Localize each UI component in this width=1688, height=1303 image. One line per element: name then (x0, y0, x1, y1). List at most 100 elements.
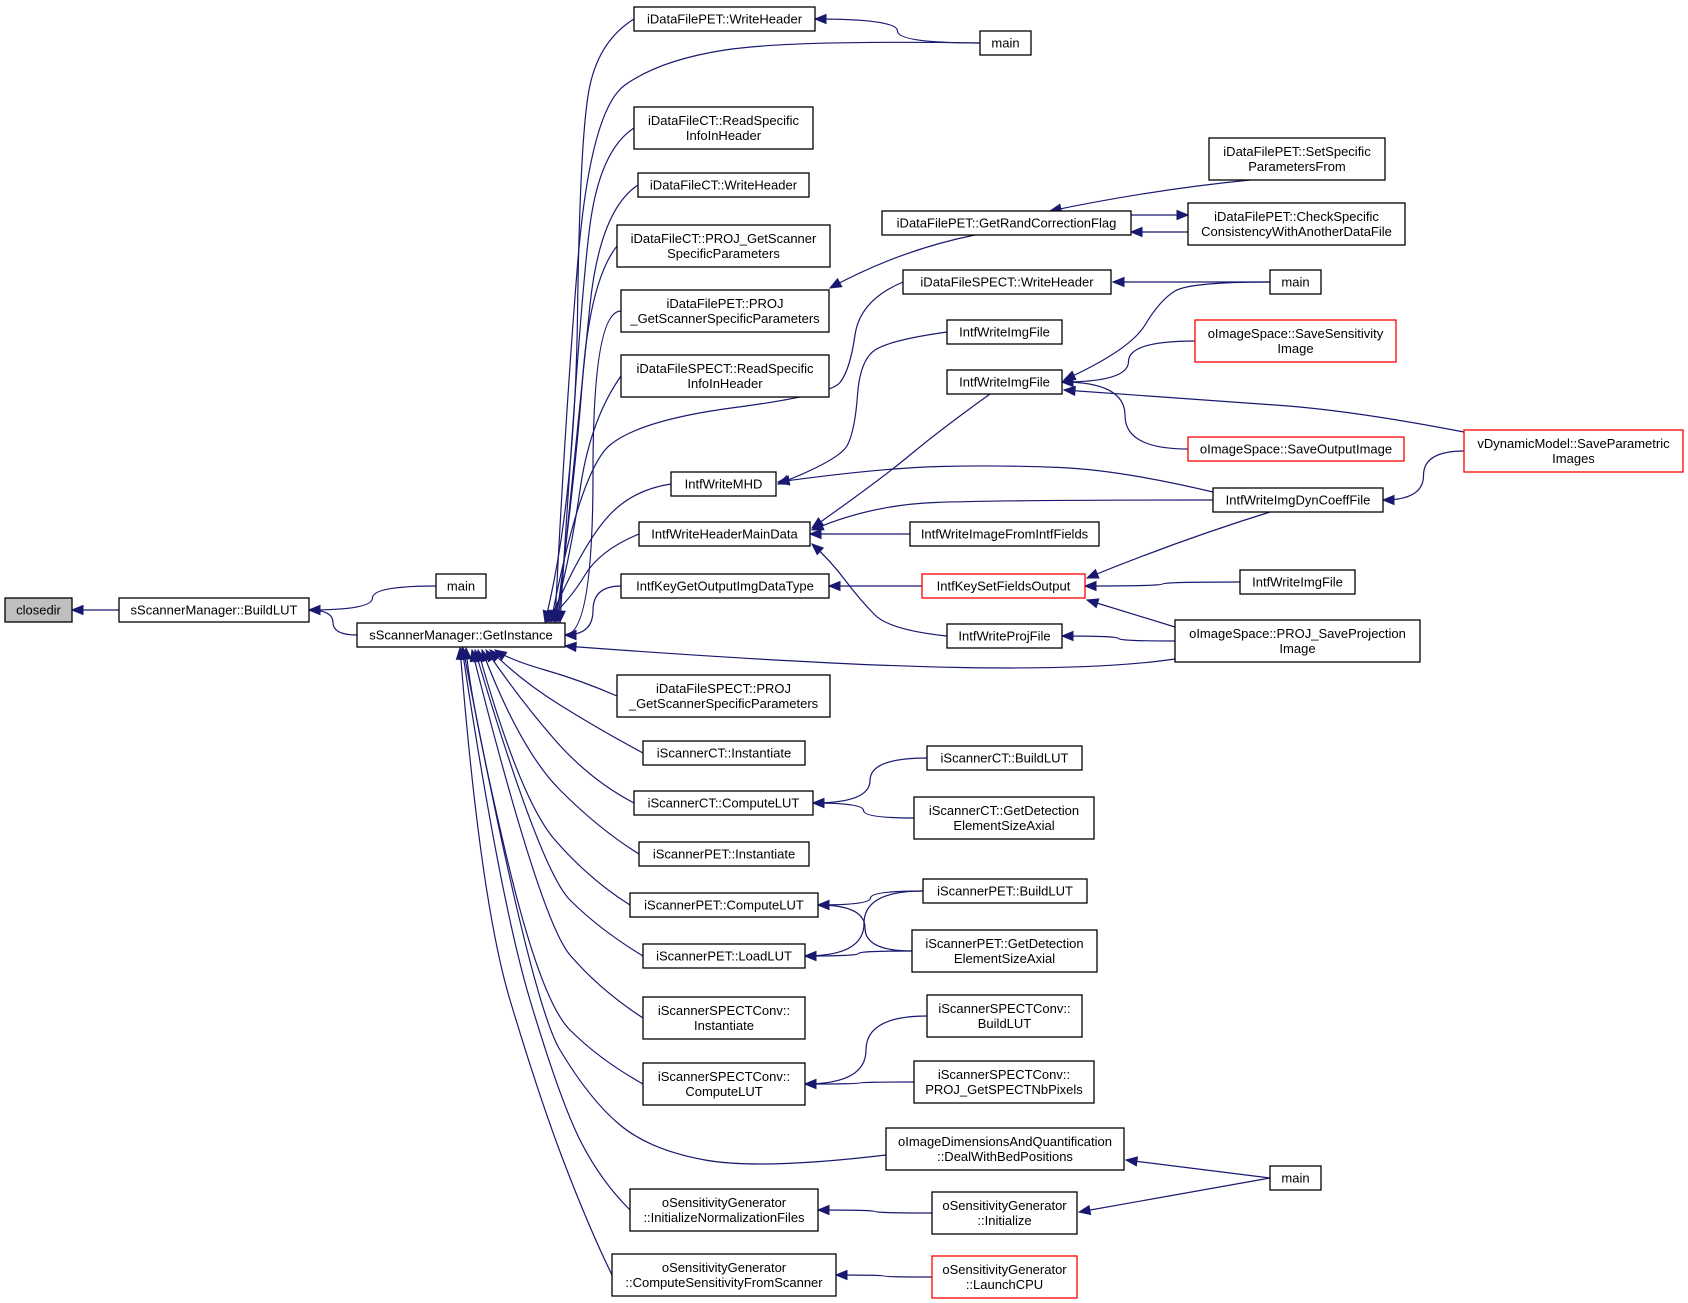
edge-pet_buildlut-to-pet_loadlut (803, 890, 924, 962)
node-intf-writeheadermaindata[interactable]: IntfWriteHeaderMainData (638, 521, 811, 547)
node-intf-keysetfields[interactable]: IntfKeySetFieldsOutput (921, 573, 1086, 599)
node-intf-keygetoutput[interactable]: IntfKeyGetOutputImgDataType (620, 573, 830, 599)
edge-main_d-to-sens_initialize (1077, 1177, 1271, 1216)
node-intf-writeimgfile-1[interactable]: IntfWriteImgFile (946, 319, 1063, 345)
node-pet-computelut[interactable]: iScannerPET::ComputeLUT (629, 892, 819, 918)
node-label: iScannerPET::LoadLUT (656, 949, 792, 964)
edge-sm_buildlut-to-closedir (70, 604, 119, 616)
node-box (1463, 429, 1684, 473)
node-label: ::DealWithBedPositions (937, 1149, 1073, 1164)
edge-sens_initialize-to-sens_initnorm (816, 1204, 933, 1216)
node-closedir[interactable]: closedir (4, 597, 73, 623)
node-label: ::LaunchCPU (966, 1277, 1043, 1292)
node-intf-writeimgdyncoeff[interactable]: IntfWriteImgDynCoeffFile (1212, 487, 1384, 513)
node-box (638, 521, 811, 547)
edge-spectconv_computelut-to-sm_getinstance (461, 646, 644, 1085)
node-spectconv-computelut[interactable]: iScannerSPECTConv::ComputeLUT (642, 1062, 806, 1106)
node-main-a[interactable]: main (435, 573, 487, 599)
node-main-c[interactable]: main (1269, 269, 1322, 295)
node-pet-proj[interactable]: iDataFilePET::PROJ_GetScannerSpecificPar… (620, 289, 830, 333)
node-ct-writeheader[interactable]: iDataFileCT::WriteHeader (637, 172, 810, 198)
node-intf-writeimgfile-2[interactable]: IntfWriteImgFile (946, 369, 1063, 395)
node-pet-buildlut[interactable]: iScannerPET::BuildLUT (922, 878, 1088, 904)
node-intf-writeimagefromintf[interactable]: IntfWriteImageFromIntfFields (909, 521, 1100, 547)
edge-line (462, 647, 887, 1165)
node-box (620, 289, 830, 333)
node-label: Instantiate (694, 1018, 754, 1033)
node-ct-instantiate[interactable]: iScannerCT::Instantiate (642, 740, 806, 766)
node-label: InfoInHeader (686, 128, 762, 143)
edge-oimg_projsave-to-intf_keysetfields (1085, 598, 1176, 628)
node-ct-computelut[interactable]: iScannerCT::ComputeLUT (633, 790, 814, 816)
node-intf-writeimgfile-3[interactable]: IntfWriteImgFile (1239, 569, 1356, 595)
node-sm-getinstance[interactable]: sScannerManager::GetInstance (356, 622, 566, 648)
node-label: Image (1277, 341, 1313, 356)
node-main-b[interactable]: main (979, 30, 1032, 56)
node-box (881, 210, 1132, 236)
edge-sm_getinstance-to-sm_buildlut (307, 604, 358, 636)
edge-oimg_projsave-to-intf_writeprojfile (1060, 630, 1176, 642)
node-spectconv-buildlut[interactable]: iScannerSPECTConv::BuildLUT (926, 994, 1083, 1038)
node-spect-proj[interactable]: iDataFileSPECT::PROJ_GetScannerSpecificP… (616, 674, 831, 718)
node-intf-writemhd[interactable]: IntfWriteMHD (670, 471, 777, 497)
arrowhead (808, 528, 822, 540)
node-pet-loadlut[interactable]: iScannerPET::LoadLUT (642, 943, 806, 969)
node-box (629, 892, 819, 918)
edge-line (308, 585, 437, 611)
node-sens-initialize[interactable]: oSensitivityGenerator::Initialize (931, 1191, 1078, 1235)
node-pet-getrand[interactable]: iDataFilePET::GetRandCorrectionFlag (881, 210, 1132, 236)
node-box (946, 319, 1063, 345)
edge-line (1061, 635, 1176, 642)
node-ct-proj[interactable]: iDataFileCT::PROJ_GetScannerSpecificPara… (616, 224, 831, 268)
edge-pet_buildlut-to-pet_computelut (816, 890, 924, 911)
node-label: iDataFileSPECT::ReadSpecific (636, 361, 814, 376)
node-sens-launchcpu[interactable]: oSensitivityGenerator::LaunchCPU (931, 1255, 1078, 1299)
node-label: IntfWriteHeaderMainData (651, 527, 798, 542)
node-pet-instantiate[interactable]: iScannerPET::Instantiate (638, 841, 810, 867)
edge-line (1063, 281, 1271, 381)
node-oimg-saveoutput[interactable]: oImageSpace::SaveOutputImage (1187, 436, 1405, 462)
node-spectconv-projget[interactable]: iScannerSPECTConv::PROJ_GetSPECTNbPixels (913, 1060, 1095, 1104)
edge-line (817, 890, 924, 906)
node-label: iDataFilePET::SetSpecific (1223, 144, 1371, 159)
node-box (946, 623, 1063, 649)
node-sens-computefromscanner[interactable]: oSensitivityGenerator::ComputeSensitivit… (611, 1253, 837, 1297)
node-sens-initnorm[interactable]: oSensitivityGenerator::InitializeNormali… (629, 1188, 819, 1232)
node-oimgdim-dealwithbed[interactable]: oImageDimensionsAndQuantification::DealW… (885, 1127, 1125, 1171)
node-label: iDataFilePET::GetRandCorrectionFlag (897, 216, 1117, 231)
node-label: IntfKeyGetOutputImgDataType (636, 579, 814, 594)
node-label: oSensitivityGenerator (662, 1260, 787, 1275)
edge-spectconv_instantiate-to-sm_getinstance (469, 648, 644, 1019)
edge-line (471, 649, 644, 1019)
edge-pet_instantiate-to-sm_getinstance (481, 648, 640, 855)
node-box (4, 597, 73, 623)
node-intf-writeprojfile[interactable]: IntfWriteProjFile (946, 623, 1063, 649)
node-sm-buildlut[interactable]: sScannerManager::BuildLUT (118, 597, 310, 623)
node-pet-getdetection[interactable]: iScannerPET::GetDetectionElementSizeAxia… (911, 929, 1098, 973)
edge-vdyn_saveparametric-to-intf_writeimgdyncoeff (1381, 450, 1465, 506)
node-spectconv-instantiate[interactable]: iScannerSPECTConv::Instantiate (642, 996, 806, 1040)
node-main-d[interactable]: main (1269, 1165, 1322, 1191)
node-label: iScannerSPECTConv:: (658, 1069, 790, 1084)
edge-sens_launchcpu-to-sens_computefromscanner (834, 1269, 933, 1281)
edge-pet_getdetection-to-pet_computelut (816, 899, 913, 952)
node-pet-checkspecific[interactable]: iDataFilePET::CheckSpecificConsistencyWi… (1187, 202, 1406, 246)
arrowhead (816, 1204, 830, 1216)
node-spect-writeheader[interactable]: iDataFileSPECT::WriteHeader (902, 269, 1112, 295)
node-label: iDataFilePET::PROJ (666, 296, 783, 311)
node-pet-writeheader[interactable]: iDataFilePET::WriteHeader (633, 6, 816, 32)
edge-oimg_projsave-to-sm_getinstance (563, 641, 1176, 669)
node-label: IntfWriteImgFile (959, 375, 1050, 390)
node-ct-buildlut[interactable]: iScannerCT::BuildLUT (926, 745, 1083, 771)
node-box (638, 841, 810, 867)
node-label: iScannerSPECTConv:: (938, 1067, 1070, 1082)
edge-line (564, 585, 622, 636)
